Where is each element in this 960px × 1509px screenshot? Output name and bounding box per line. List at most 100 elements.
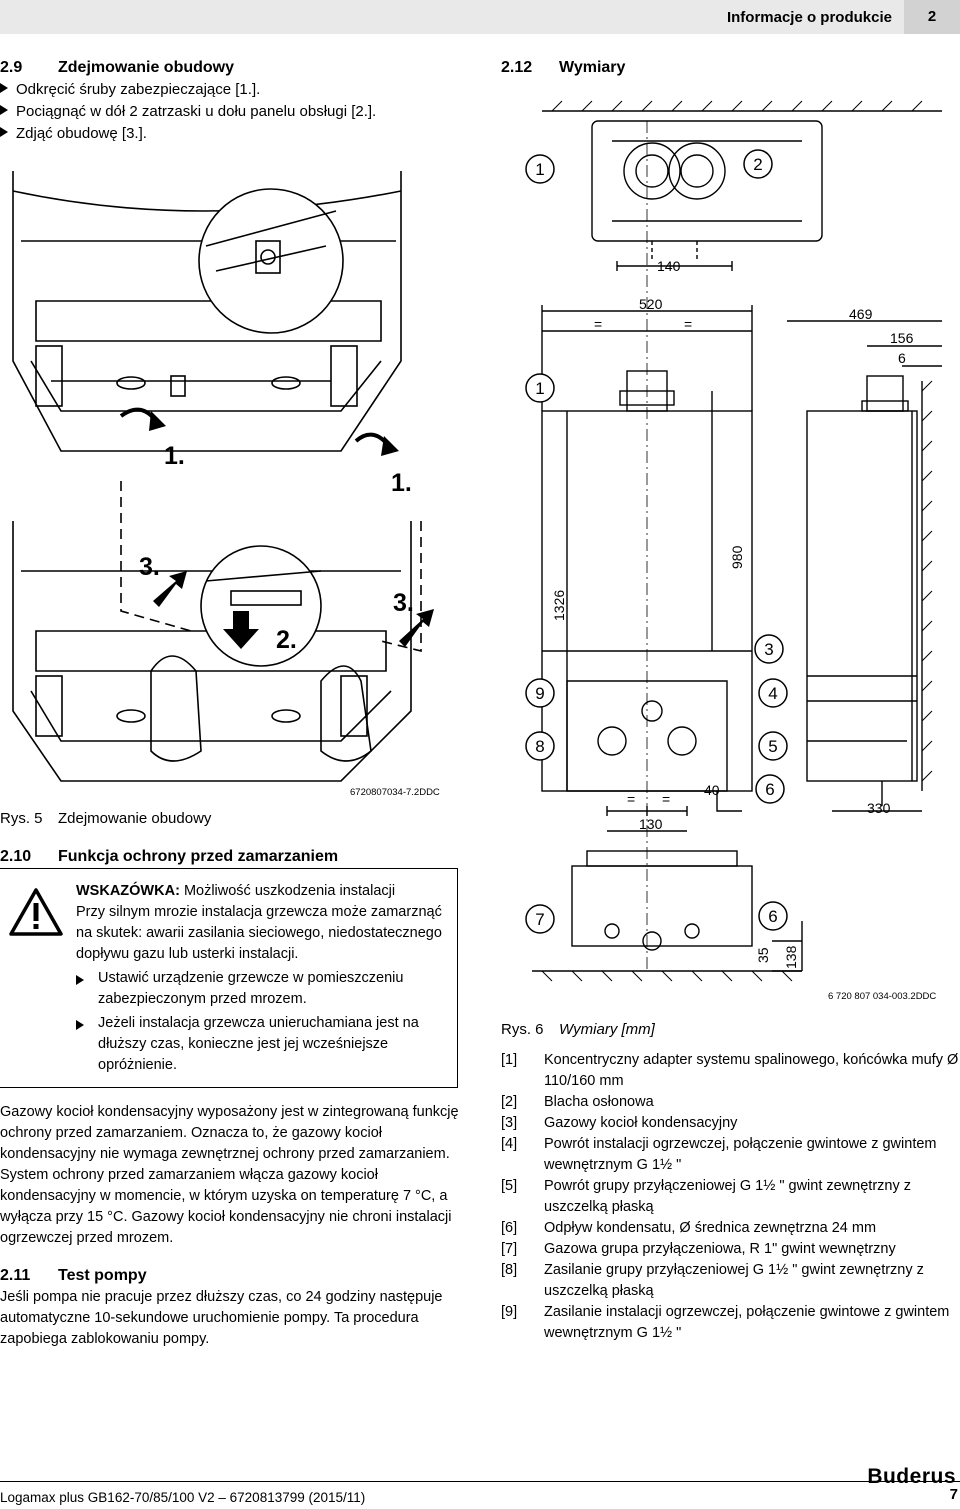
dim-140: 140	[657, 258, 681, 274]
dim-equal: =	[684, 316, 692, 332]
dim-equal: =	[627, 791, 635, 807]
notice-text: WSKAZÓWKA: Możliwość uszkodzenia instala…	[76, 881, 446, 1076]
bullet-arrow-icon	[76, 1020, 84, 1031]
legend-key: [8]	[501, 1262, 518, 1279]
step-item: Odkręcić śruby zabezpieczające [1.].	[0, 79, 260, 101]
notice-bullet: Jeżeli instalacja grzewcza unieruchamian…	[76, 1013, 446, 1076]
notice-body: Przy silnym mrozie instalacja grzewcza m…	[76, 904, 442, 963]
legend-item: [5]Powrót grupy przyłączeniowej G 1½ " g…	[501, 1176, 960, 1218]
callout-4: 4	[768, 684, 777, 703]
legend-item: [9] Zasilanie instalacji ogrzewczej, połą…	[501, 1302, 960, 1344]
footer-divider	[0, 1481, 960, 1482]
figure-5-housing-removal: 1. 1. 3. 3. 2.	[0, 150, 460, 800]
step-arrow-icon	[0, 83, 8, 93]
notice-bullet: Ustawić urządzenie grzewcze w pomieszcze…	[76, 968, 446, 1010]
legend-item: [4] Powrót instalacji ogrzewczej, połącze…	[501, 1134, 960, 1176]
dim-520: 520	[639, 296, 663, 312]
figure-6-legend: [1] Koncentryczny adapter systemu spalino…	[501, 1050, 960, 1344]
dim-330: 330	[867, 800, 891, 816]
dim-40: 40	[704, 782, 720, 798]
dim-980: 980	[729, 545, 745, 569]
legend-key: [2]	[501, 1094, 518, 1111]
legend-key: [3]	[501, 1115, 518, 1132]
legend-item: [7]Gazowa grupa przyłączeniowa, R 1" gwi…	[501, 1239, 960, 1260]
legend-text: Koncentryczny adapter systemu spalinoweg…	[544, 1052, 959, 1090]
notice-title: WSKAZÓWKA:	[76, 883, 180, 899]
step-text: Zdjąć obudowę [3.].	[16, 125, 147, 142]
legend-text: Powrót instalacji ogrzewczej, połączenie…	[544, 1136, 937, 1174]
legend-item: [8] Zasilanie grupy przyłączeniowej G 1½ …	[501, 1260, 960, 1302]
footer-document-id: Logamax plus GB162-70/85/100 V2 – 672081…	[0, 1490, 366, 1505]
dim-35: 35	[755, 947, 771, 963]
chapter-number: 2	[904, 0, 960, 34]
callout-6: 6	[768, 907, 777, 926]
pump-test-paragraph: Jeśli pompa nie pracuje przez dłuższy cz…	[0, 1289, 443, 1348]
dim-469: 469	[849, 306, 873, 322]
dim-138: 138	[783, 945, 799, 969]
legend-text: Gazowy kocioł kondensacyjny	[544, 1115, 738, 1132]
callout-5: 5	[768, 737, 777, 756]
step-arrow-icon	[0, 127, 8, 137]
callout-3: 3	[764, 640, 773, 659]
caption-text: Zdejmowanie obudowy	[58, 810, 212, 827]
legend-key: [5]	[501, 1178, 518, 1195]
section-title: Funkcja ochrony przed zamarzaniem	[58, 848, 339, 865]
caption-label: Rys. 5	[0, 810, 43, 827]
dimensions-drawing: 1 2 1 3 9 4 8 5 6 7 6 140 520 = = 469 15…	[525, 100, 942, 982]
step-mark: 2.	[276, 626, 297, 654]
legend-item: [1] Koncentryczny adapter systemu spalino…	[501, 1050, 960, 1092]
caption-text: Wymiary [mm]	[559, 1021, 655, 1038]
step-item: Pociągnąć w dół 2 zatrzaski u dołu panel…	[0, 101, 376, 123]
callout-1: 1	[535, 379, 544, 398]
dim-6: 6	[898, 350, 906, 366]
frost-protection-paragraph: Gazowy kocioł kondensacyjny wyposażony j…	[0, 1104, 459, 1247]
step-text: Odkręcić śruby zabezpieczające [1.].	[16, 81, 261, 98]
callout-6: 6	[765, 780, 774, 799]
section-2-9-heading: 2.9 Zdejmowanie obudowy	[0, 56, 234, 79]
legend-key: [9]	[501, 1304, 518, 1321]
section-title: Wymiary	[559, 59, 626, 76]
dim-1326: 1326	[551, 590, 567, 621]
section-number: 2.11	[0, 1267, 31, 1284]
page-number: 7	[949, 1486, 958, 1503]
legend-item: [2] Blacha osłonowa	[501, 1092, 960, 1113]
callout-8: 8	[535, 737, 544, 756]
figure-5-caption: Rys. 5 Zdejmowanie obudowy	[0, 808, 211, 830]
step-mark: 3.	[139, 553, 160, 581]
figure-code: 6 720 807 034-003.2DDC	[828, 991, 937, 1002]
section-title: Zdejmowanie obudowy	[58, 59, 235, 76]
figure-code: 6720807034-7.2DDC	[350, 787, 440, 798]
housing-removal-drawing: 1. 1. 3. 3. 2.	[12, 171, 434, 782]
legend-key: [7]	[501, 1241, 518, 1258]
figure-6-caption: Rys. 6 Wymiary [mm]	[501, 1019, 655, 1041]
legend-text: Zasilanie grupy przyłączeniowej G 1½ " g…	[544, 1262, 924, 1300]
legend-text: Odpływ kondensatu, Ø średnica zewnętrzna…	[544, 1220, 877, 1237]
legend-key: [6]	[501, 1220, 518, 1237]
step-mark: 3.	[393, 589, 414, 617]
callout-1: 1	[535, 160, 544, 179]
step-arrow-icon	[0, 105, 8, 115]
step-mark: 1.	[391, 469, 412, 497]
figure-6-dimensions: 1 2 1 3 9 4 8 5 6 7 6 140 520 = = 469 15…	[501, 90, 960, 1010]
legend-key: [1]	[501, 1052, 518, 1068]
brand-logo: Buderus	[867, 1465, 956, 1488]
legend-item: [6] Odpływ kondensatu, Ø średnica zewnętr…	[501, 1218, 960, 1239]
header-title: Informacje o produkcie	[726, 9, 892, 26]
callout-9: 9	[535, 684, 544, 703]
page-header-bar	[0, 0, 960, 34]
dim-equal: =	[662, 791, 670, 807]
bullet-text: Ustawić urządzenie grzewcze w pomieszcze…	[98, 970, 404, 1008]
section-number: 2.9	[0, 59, 23, 76]
dim-130: 130	[639, 816, 663, 832]
notice-title-rest: Możliwość uszkodzenia instalacji	[183, 883, 396, 899]
legend-text: Blacha osłonowa	[544, 1094, 654, 1111]
legend-key: [4]	[501, 1136, 518, 1153]
legend-text: Zasilanie instalacji ogrzewczej, połącze…	[544, 1304, 950, 1342]
caption-label: Rys. 6	[501, 1021, 544, 1038]
step-mark: 1.	[164, 442, 185, 470]
notice-box: WSKAZÓWKA: Możliwość uszkodzenia instala…	[0, 868, 458, 1088]
bullet-text: Jeżeli instalacja grzewcza unieruchamian…	[98, 1015, 419, 1074]
callout-7: 7	[535, 910, 544, 929]
